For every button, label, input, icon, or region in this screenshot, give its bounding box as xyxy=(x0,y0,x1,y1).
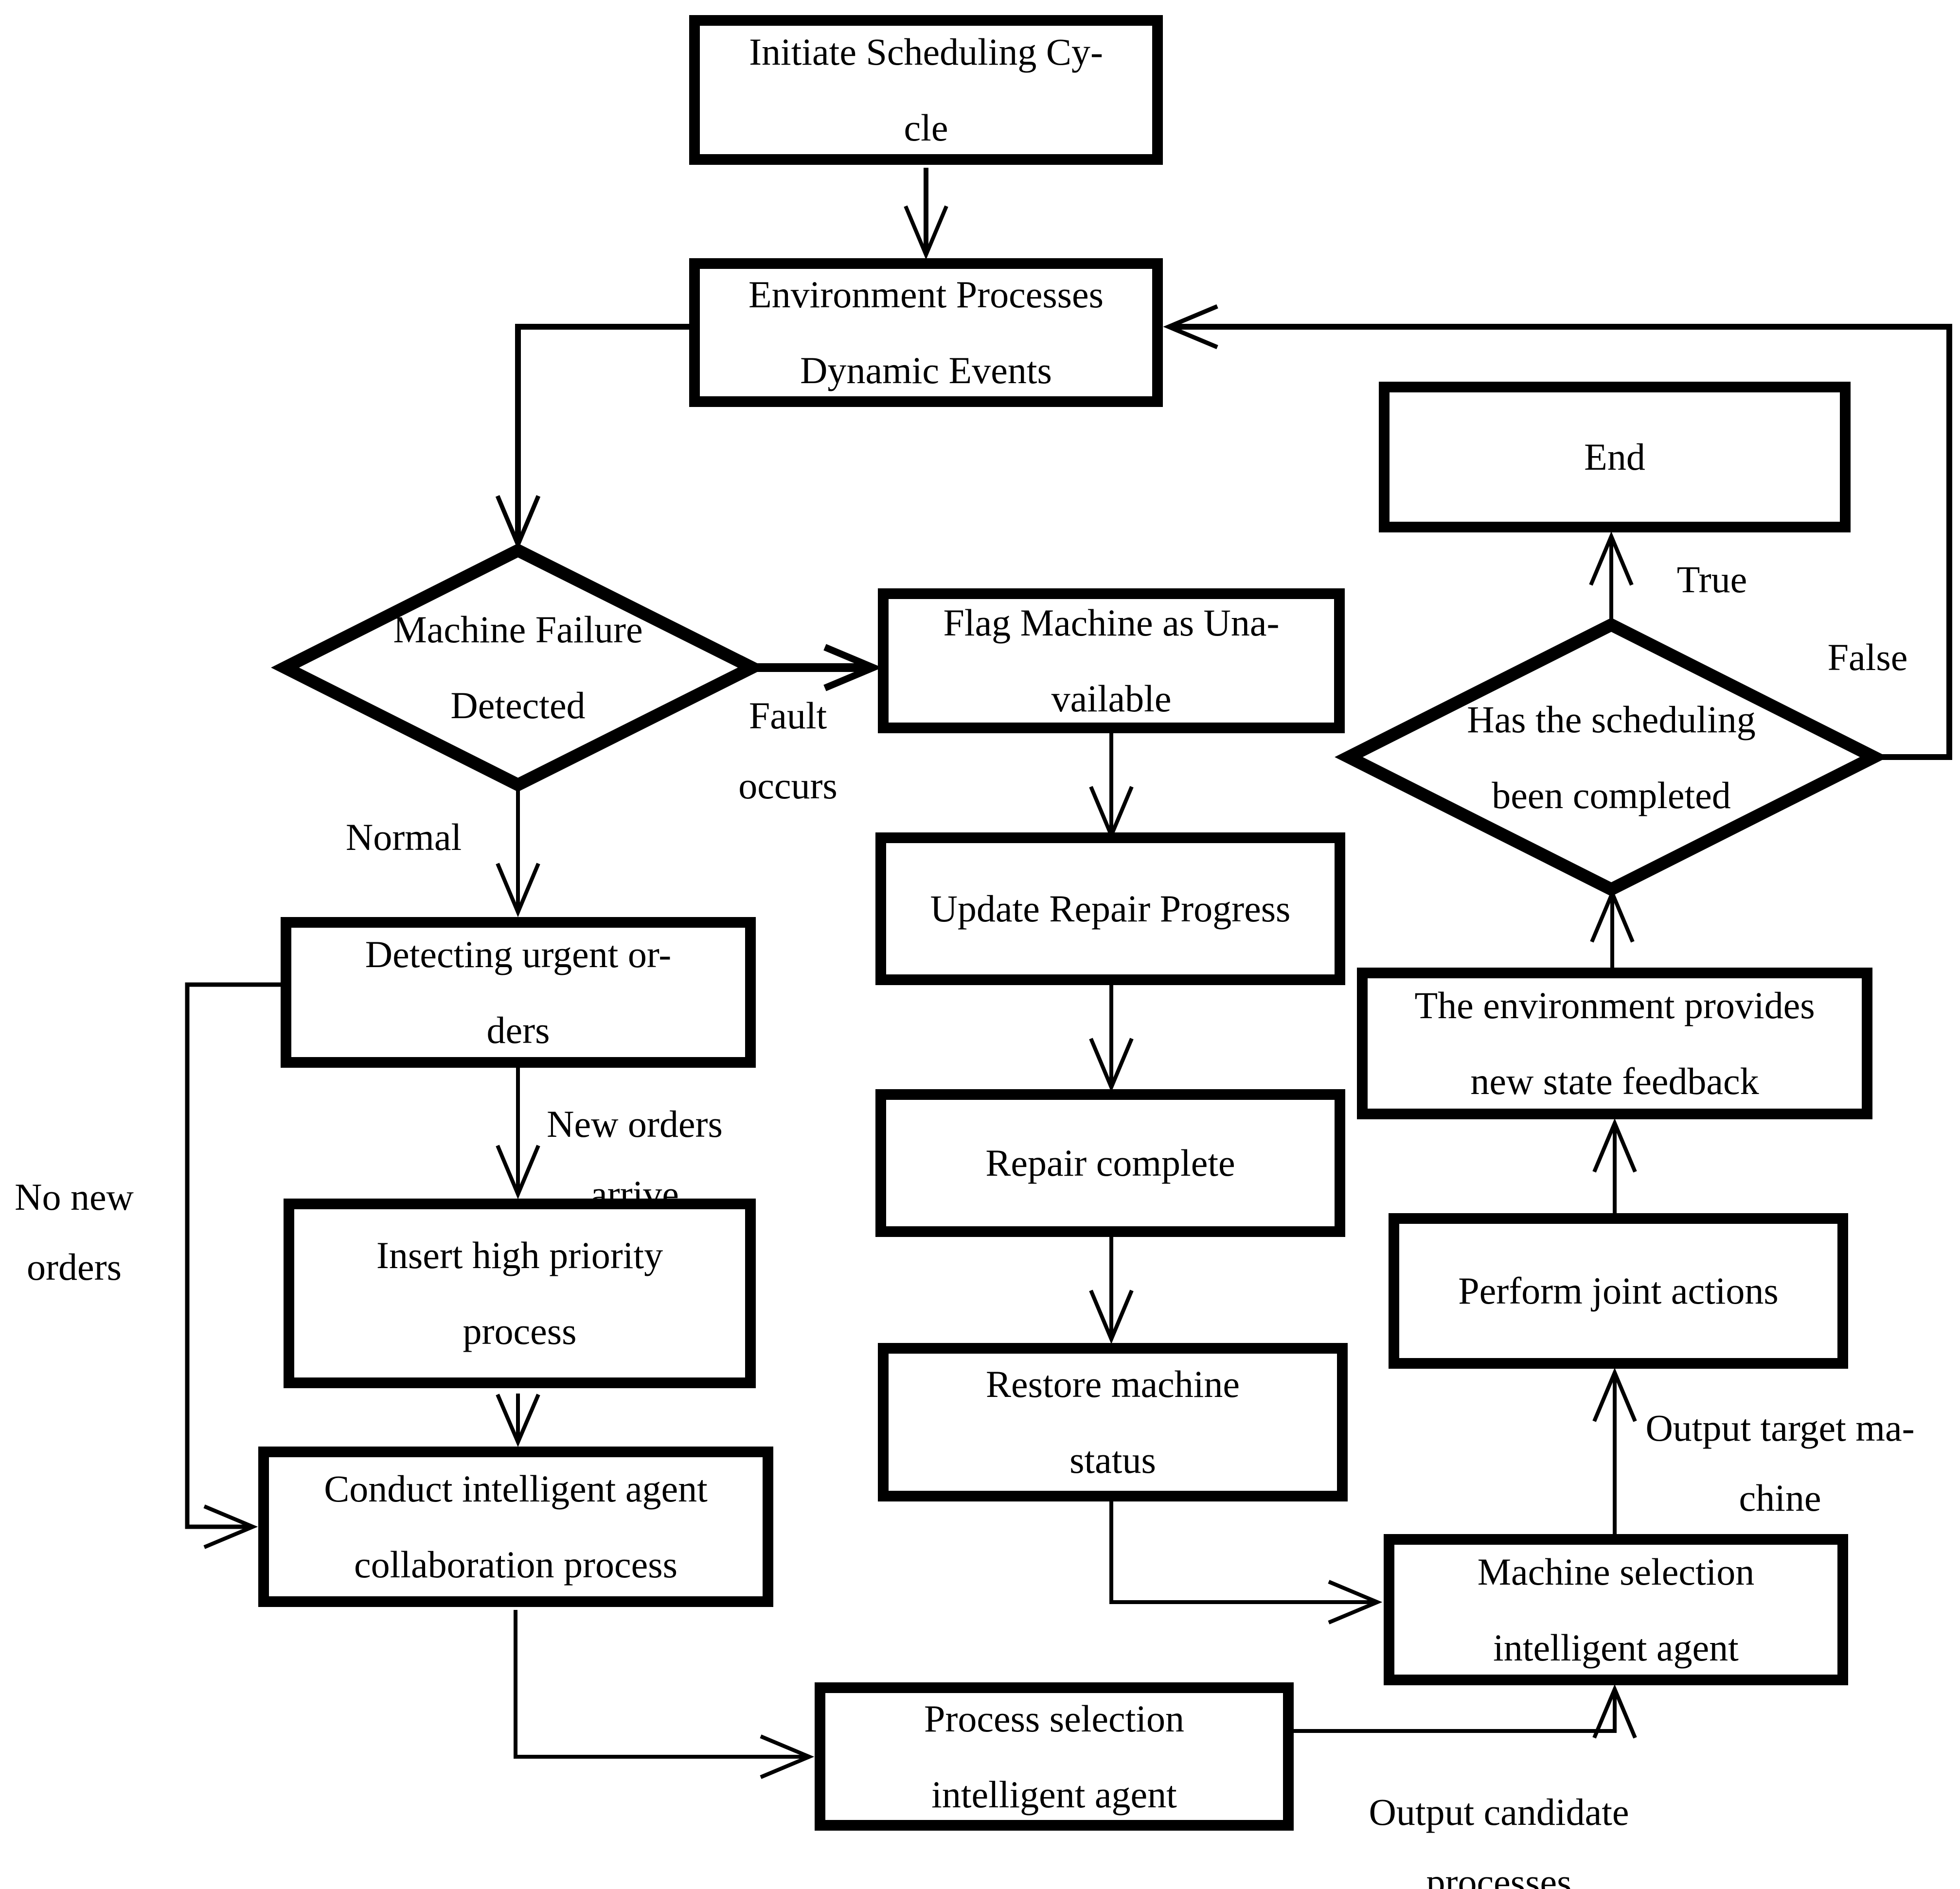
edge-label-no-new-orders: No new orders xyxy=(15,1176,134,1289)
arrowhead-down-conduct xyxy=(496,1394,540,1448)
node-update-repair-label: Update Repair Progress xyxy=(930,887,1291,930)
edge-restore-machinesel xyxy=(1109,1501,1373,1604)
node-end-label: End xyxy=(1584,436,1645,478)
edge-outputcandidate xyxy=(1294,1693,1617,1733)
decision-machine-failure-shape xyxy=(271,543,766,792)
edge-false xyxy=(1173,324,1952,760)
node-update-repair: Update Repair Progress xyxy=(875,832,1345,985)
arrowhead-right-processsel xyxy=(760,1734,815,1779)
node-perform-joint-actions: Perform joint actions xyxy=(1389,1213,1848,1369)
arrowhead-right-flagmachine xyxy=(823,644,883,691)
node-flag-machine-label: Flag Machine as Una- vailable xyxy=(943,601,1280,720)
edge-label-new-orders-arrive: New orders arrive xyxy=(547,1103,723,1216)
edge-environment-machinefailure xyxy=(515,324,689,541)
edge-label-fault-occurs: Fault occurs xyxy=(738,694,837,807)
edge-label-output-candidate: Output candidate processes xyxy=(1369,1791,1629,1889)
node-environment-processes-label: Environment Processes Dynamic Events xyxy=(748,273,1104,391)
node-restore-machine: Restore machine status xyxy=(878,1343,1348,1501)
node-perform-joint-actions-label: Perform joint actions xyxy=(1458,1270,1779,1312)
arrowhead-down-restore xyxy=(1089,1289,1134,1344)
node-process-selection: Process selection intelligent agent xyxy=(815,1682,1294,1831)
arrowhead-up-machinesel-bottom xyxy=(1592,1684,1637,1739)
node-end: End xyxy=(1379,382,1851,532)
node-environment-processes: Environment Processes Dynamic Events xyxy=(689,258,1163,407)
arrowhead-right-machinesel xyxy=(1328,1580,1383,1624)
edge-label-true: True xyxy=(1676,558,1747,600)
node-initiate-scheduling-label: Initiate Scheduling Cy- cle xyxy=(749,31,1103,149)
node-conduct-collaboration: Conduct intelligent agent collaboration … xyxy=(258,1447,773,1607)
decision-has-completed-label: Has the scheduling been completed xyxy=(1467,698,1756,816)
node-environment-feedback: The environment provides new state feedb… xyxy=(1357,968,1872,1119)
node-machine-selection: Machine selection intelligent agent xyxy=(1384,1534,1848,1685)
edge-label-normal: Normal xyxy=(345,816,462,858)
node-insert-priority-label: Insert high priority process xyxy=(376,1234,663,1352)
arrowhead-up-end xyxy=(1589,531,1634,586)
node-repair-complete-label: Repair complete xyxy=(985,1142,1235,1184)
arrowhead-up-perform xyxy=(1592,1367,1637,1422)
node-repair-complete: Repair complete xyxy=(875,1089,1345,1237)
arrowhead-down-insert xyxy=(496,1145,540,1200)
node-flag-machine: Flag Machine as Una- vailable xyxy=(878,588,1345,733)
node-restore-machine-label: Restore machine status xyxy=(986,1363,1240,1481)
arrowhead-down-environment xyxy=(904,205,948,260)
edge-label-output-target: Output target ma- chine xyxy=(1645,1407,1915,1519)
edge-nonneworders xyxy=(185,982,281,1529)
node-conduct-collaboration-label: Conduct intelligent agent collaboration … xyxy=(324,1467,708,1586)
edge-conduct-processsel xyxy=(514,1610,805,1759)
arrowhead-right-conduct xyxy=(203,1504,258,1549)
decision-has-completed: Has the scheduling been completed xyxy=(1441,666,1782,848)
node-environment-feedback-label: The environment provides new state feedb… xyxy=(1414,984,1815,1102)
decision-machine-failure-label: Machine Failure Detected xyxy=(393,608,643,726)
arrowhead-up-feedback xyxy=(1592,1118,1637,1173)
decision-has-completed-shape xyxy=(1335,618,1888,897)
arrowhead-down-repair xyxy=(1089,1038,1134,1093)
arrowhead-down-detecting xyxy=(496,863,540,918)
node-detecting-orders-label: Detecting urgent or- ders xyxy=(365,933,672,1051)
decision-machine-failure: Machine Failure Detected xyxy=(372,574,664,761)
node-detecting-orders: Detecting urgent or- ders xyxy=(281,917,756,1068)
node-process-selection-label: Process selection intelligent agent xyxy=(924,1697,1185,1816)
node-insert-priority: Insert high priority process xyxy=(284,1199,756,1388)
edge-label-false: False xyxy=(1827,636,1908,678)
node-machine-selection-label: Machine selection intelligent agent xyxy=(1477,1550,1755,1669)
node-initiate-scheduling: Initiate Scheduling Cy- cle xyxy=(689,15,1163,165)
arrowhead-left-environment xyxy=(1163,304,1218,350)
